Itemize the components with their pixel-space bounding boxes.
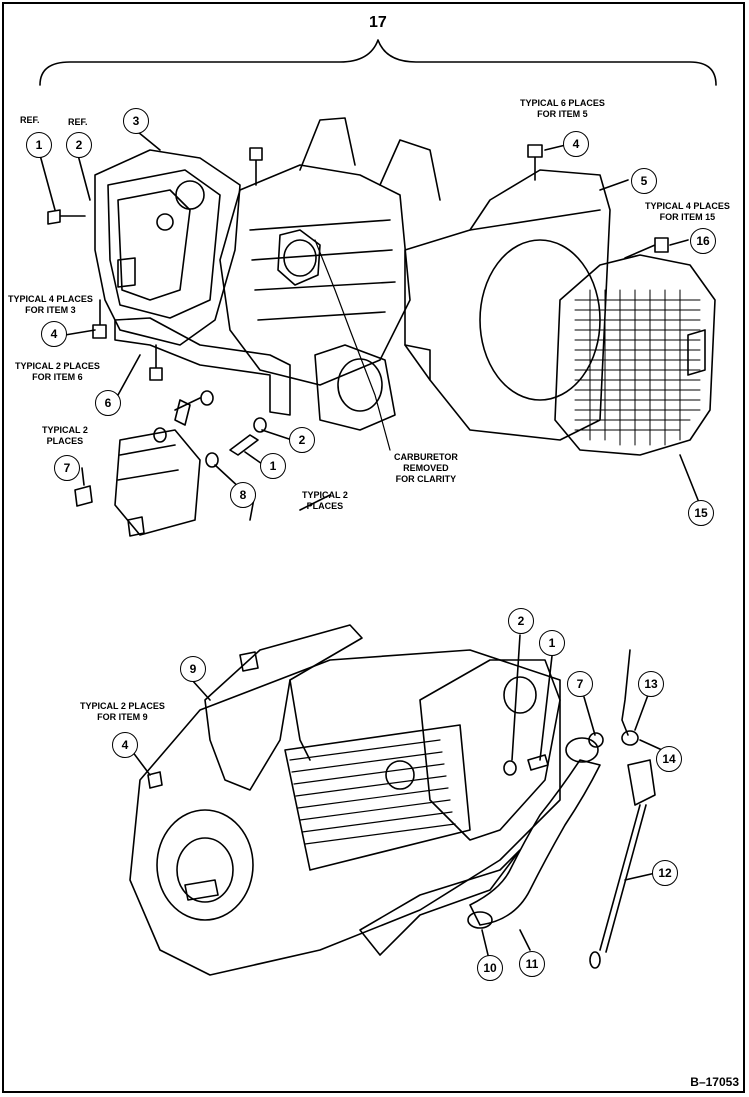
callout-7-left: 7 bbox=[54, 455, 80, 481]
figure-id: B–17053 bbox=[690, 1075, 739, 1089]
callout-16: 16 bbox=[690, 228, 716, 254]
callout-4-top: 4 bbox=[563, 131, 589, 157]
callout-13: 13 bbox=[638, 671, 664, 697]
note-typ2-item9: TYPICAL 2 PLACES FOR ITEM 9 bbox=[80, 701, 165, 722]
callout-6: 6 bbox=[95, 390, 121, 416]
note-typ6-item5: TYPICAL 6 PLACES FOR ITEM 5 bbox=[520, 98, 605, 119]
top-engine-assembly bbox=[39, 117, 716, 537]
callout-15: 15 bbox=[688, 500, 714, 526]
callout-14: 14 bbox=[656, 746, 682, 772]
bottom-engine-assembly bbox=[125, 624, 663, 976]
callout-5: 5 bbox=[631, 168, 657, 194]
callout-3: 3 bbox=[123, 108, 149, 134]
callout-1-low: 1 bbox=[539, 630, 565, 656]
callout-2-ref: 2 bbox=[66, 132, 92, 158]
ref-note-1: REF. bbox=[20, 115, 40, 125]
callout-1-ref: 1 bbox=[26, 132, 52, 158]
callout-11: 11 bbox=[519, 951, 545, 977]
callout-4-left: 4 bbox=[41, 321, 67, 347]
note-typ4-item3: TYPICAL 4 PLACES FOR ITEM 3 bbox=[8, 294, 93, 315]
callout-7-low: 7 bbox=[567, 671, 593, 697]
callout-2-mid: 2 bbox=[289, 427, 315, 453]
callout-9: 9 bbox=[180, 656, 206, 682]
note-typ2-places-mid: TYPICAL 2 PLACES bbox=[302, 490, 348, 511]
ref-note-2: REF. bbox=[68, 117, 88, 127]
callout-8: 8 bbox=[230, 482, 256, 508]
note-carburetor-removed: CARBURETOR REMOVED FOR CLARITY bbox=[394, 452, 458, 484]
callout-1-mid: 1 bbox=[260, 453, 286, 479]
note-typ4-item15: TYPICAL 4 PLACES FOR ITEM 15 bbox=[645, 201, 730, 222]
note-typ2-item6: TYPICAL 2 PLACES FOR ITEM 6 bbox=[15, 361, 100, 382]
callout-2-low: 2 bbox=[508, 608, 534, 634]
callout-4-low: 4 bbox=[112, 732, 138, 758]
assembly-brace bbox=[39, 39, 717, 86]
callout-12: 12 bbox=[652, 860, 678, 886]
callout-10: 10 bbox=[477, 955, 503, 981]
note-typ2-places-left: TYPICAL 2 PLACES bbox=[42, 425, 88, 446]
assembly-callout-17: 17 bbox=[369, 14, 387, 31]
